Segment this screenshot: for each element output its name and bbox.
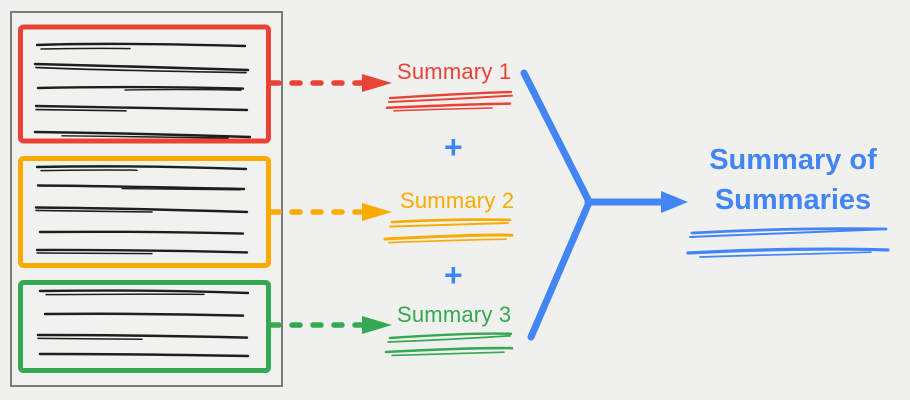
summary-2-scribble [383,218,514,244]
scribble-stroke [388,332,513,340]
scribble-stroke [383,233,514,241]
text-scribble [61,135,229,139]
text-scribble [37,337,143,340]
merge-line-bottom [527,199,593,341]
result-underline-scribble [686,227,890,258]
summary-1-scribble [385,90,513,112]
text-scribble [36,333,249,339]
summary-2-label: Summary 2 [400,188,515,213]
text-scribble [35,209,153,213]
scribble-stroke [390,218,512,224]
scribble-stroke [388,238,507,244]
plus-operator-1: + [444,129,463,165]
text-scribble [35,165,248,171]
text-scribble [38,289,250,295]
text-scribble [38,352,250,358]
scribble-stroke [384,346,514,354]
text-scribble [34,206,249,214]
summary-3-scribble [384,332,514,357]
plus-operator-2: + [444,257,463,293]
text-scribble [35,248,249,254]
scribble-stroke [689,228,882,238]
source-document-outline [10,11,283,387]
scribble-stroke [699,251,872,258]
summary-3-label: Summary 3 [397,302,512,327]
scribble-stroke [389,222,509,228]
summary-of-summaries-label: Summary of Summaries [709,144,877,216]
scribble-stroke [387,334,511,343]
section-2-text-scribbles [34,165,249,255]
arrowhead-icon [362,203,392,221]
text-scribble [36,252,153,255]
section-3-text-scribbles [36,289,250,358]
merge-line-top [520,69,593,205]
scribble-stroke [393,107,493,112]
arrowhead-icon [362,316,392,334]
text-scribble [124,88,242,91]
scribble-stroke [388,94,513,103]
scribble-stroke [686,247,890,255]
scribble-stroke [391,351,505,357]
text-scribble [40,47,131,50]
text-scribble [121,187,241,191]
text-scribble [38,230,245,235]
section-3-box [18,280,271,373]
text-scribble [36,184,246,191]
scribble-stroke [385,102,512,110]
scribble-stroke [690,227,888,235]
text-scribble [43,312,245,317]
text-scribble [40,169,138,172]
text-scribble [35,42,247,48]
arrow-section2-to-summary2 [268,203,392,221]
arrow-section3-to-summary3 [268,316,392,334]
merge-bracket [520,69,688,341]
summary-1-label: Summary 1 [397,59,512,84]
arrow-section1-to-summary1 [268,74,392,92]
text-scribble [34,104,249,112]
arrowhead-icon [661,191,688,213]
text-scribble [33,130,252,139]
text-scribble [33,62,250,72]
scribble-stroke [388,90,513,100]
text-scribble [35,66,247,74]
text-scribble [36,85,245,90]
section-1-text-scribbles [33,42,252,139]
arrowhead-icon [362,74,392,92]
text-scribble [35,108,127,112]
